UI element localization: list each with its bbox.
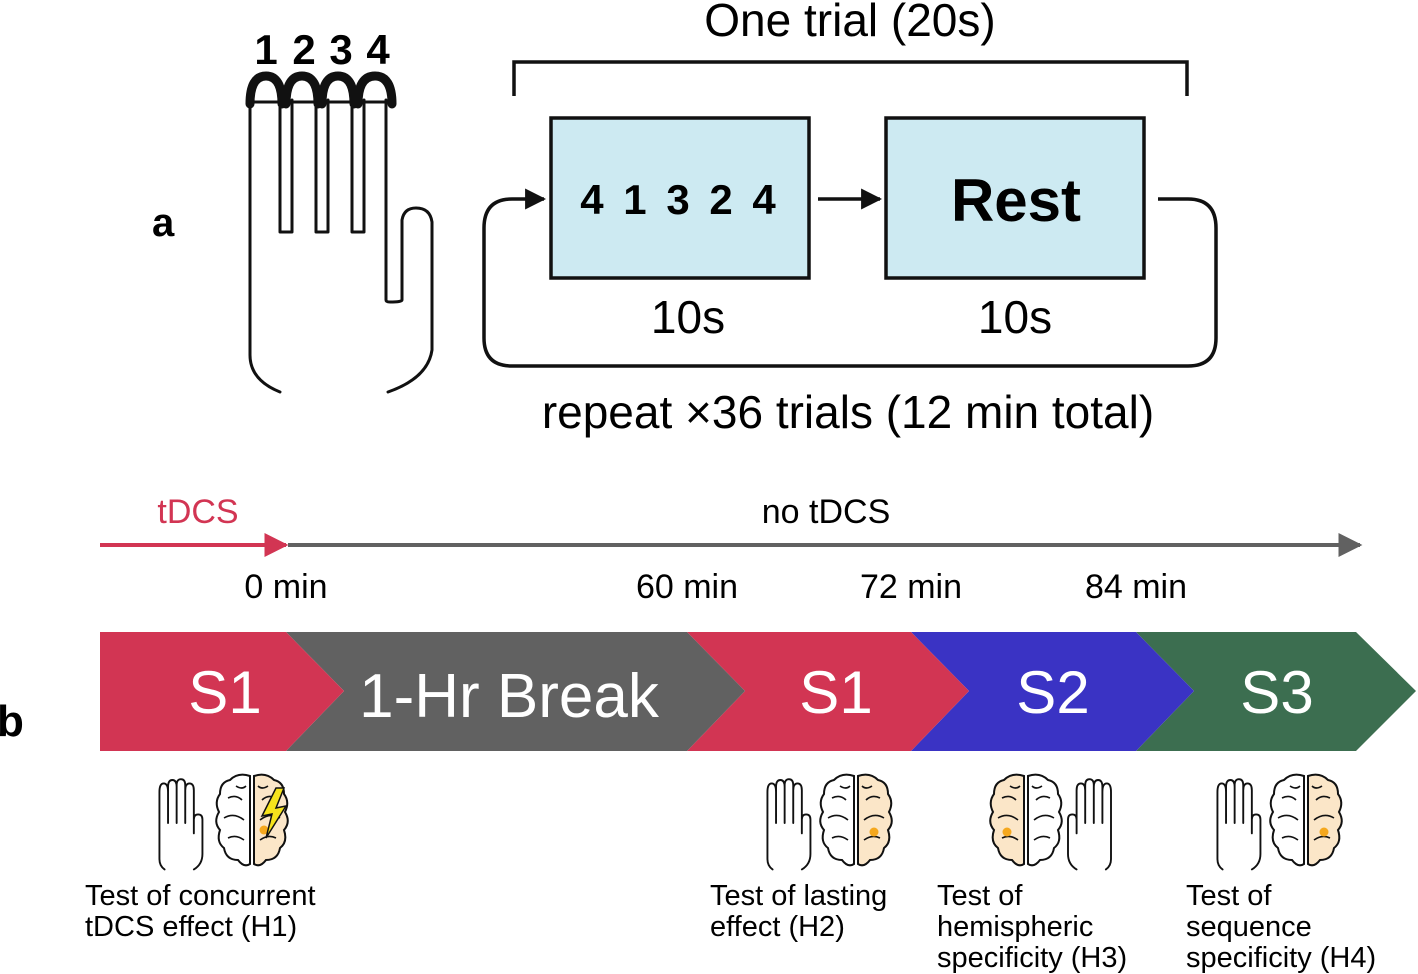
caption-h2-line-1: Test of lasting (710, 880, 887, 912)
brain-right-icon (1269, 773, 1343, 867)
caption-h1-line-1: Test of concurrent (85, 880, 316, 912)
segment-s1-pre (100, 632, 344, 751)
caption-h2: Test of lasting effect (H2) (710, 880, 887, 943)
sequence-box (549, 116, 811, 280)
sequence-text: 4 1 3 2 4 (580, 176, 779, 223)
brain-left-icon (989, 773, 1063, 867)
caption-h4-line-3: specificity (H4) (1186, 942, 1376, 974)
caption-h4-line-1: Test of (1186, 880, 1272, 912)
no-stim-label: no tDCS (762, 493, 891, 531)
icon-group-h3 (989, 773, 1112, 871)
rest-duration: 10s (978, 291, 1052, 343)
caption-h1: Test of concurrent tDCS effect (H1) (85, 880, 316, 943)
caption-h3-line-2: hemispheric (937, 911, 1093, 943)
right-hand-icon (766, 778, 812, 871)
rest-text: Rest (951, 167, 1081, 234)
sequence-duration: 10s (651, 291, 725, 343)
caption-h4: Test of sequence specificity (H4) (1186, 880, 1376, 974)
caption-h3-line-3: specificity (H3) (937, 942, 1127, 974)
stim-label: tDCS (157, 493, 238, 531)
segment-s2 (911, 632, 1194, 751)
time-mark-60: 60 min (636, 568, 738, 606)
rest-box (884, 116, 1146, 280)
finger-number-2: 2 (292, 26, 315, 73)
repeat-loop (482, 188, 1218, 368)
right-hand-icon (158, 778, 204, 871)
trial-bracket (512, 60, 1189, 96)
caption-h3-line-1: Test of (937, 880, 1023, 912)
caption-h4-line-2: sequence (1186, 911, 1312, 943)
repeat-caption: repeat ×36 trials (12 min total) (542, 386, 1154, 438)
caption-h2-line-2: effect (H2) (710, 911, 845, 943)
time-mark-72: 72 min (860, 568, 962, 606)
icon-group-h4 (1216, 773, 1343, 871)
segment-s2-label: S2 (1016, 659, 1089, 726)
segment-s1-pre-label: S1 (188, 659, 261, 726)
right-hand-icon (1216, 778, 1262, 871)
segment-s1-post-label: S1 (799, 659, 872, 726)
large-hand-icon (245, 71, 434, 394)
panel-a-label: a (152, 201, 175, 245)
brain-right-icon (819, 773, 893, 867)
caption-h3: Test of hemispheric specificity (H3) (937, 880, 1127, 974)
segment-break (286, 632, 745, 751)
lightning-bolt-icon (260, 787, 288, 839)
segment-break-label: 1-Hr Break (359, 662, 660, 731)
segment-s3-label: S3 (1240, 659, 1313, 726)
segment-s1-post (687, 632, 969, 751)
time-mark-0: 0 min (244, 568, 327, 606)
finger-number-3: 3 (329, 26, 352, 73)
brain-stimulated-icon (215, 773, 289, 867)
icon-group-h1 (158, 773, 289, 871)
segment-s3 (1136, 632, 1416, 751)
time-mark-84: 84 min (1085, 568, 1187, 606)
finger-number-4: 4 (366, 26, 390, 73)
finger-number-1: 1 (254, 26, 277, 73)
panel-b-label: b (0, 697, 24, 746)
left-hand-icon (1067, 778, 1112, 871)
caption-h1-line-2: tDCS effect (H1) (85, 911, 297, 943)
trial-title: One trial (20s) (704, 0, 995, 46)
icon-group-h2 (766, 773, 893, 871)
